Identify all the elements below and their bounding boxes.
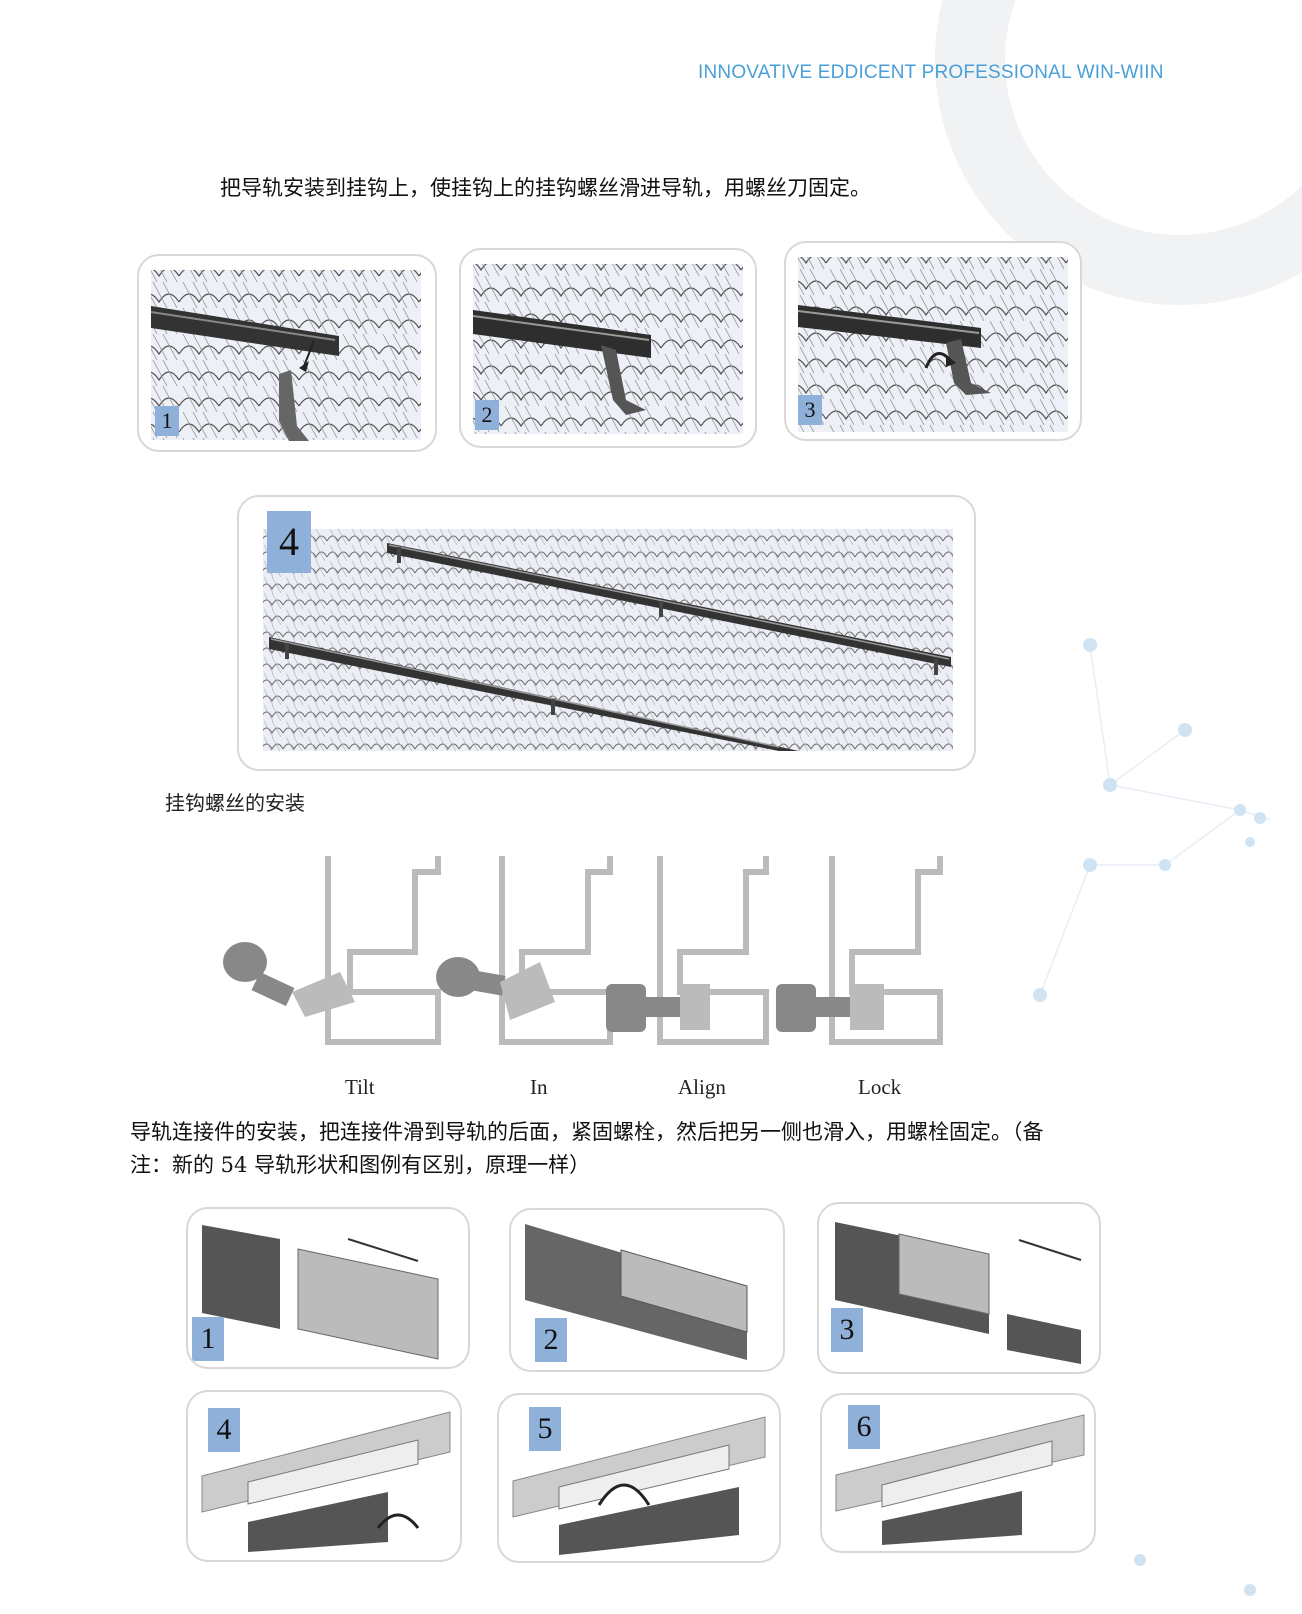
rail-connector-illustration: [525, 1224, 748, 1360]
screw-insertion-diagram: [223, 856, 943, 1045]
step-label-tilt: Tilt: [345, 1075, 375, 1099]
step-label-in: In: [530, 1075, 548, 1099]
step-badge: 4: [208, 1408, 240, 1452]
rail-connector-illustration: [835, 1222, 1082, 1364]
intro-text: 把导轨安装到挂钩上，使挂钩上的挂钩螺丝滑进导轨，用螺丝刀固定。: [220, 176, 871, 200]
step-label-lock: Lock: [858, 1075, 902, 1099]
step-badge: 5: [529, 1407, 561, 1451]
hook-screw-title: 挂钩螺丝的安装: [165, 791, 305, 815]
hook-step-panel-3: 3: [784, 241, 1082, 441]
rail-connector-illustration: [202, 1225, 439, 1360]
roof-rail-illustration: [150, 270, 421, 441]
connector-step-panel-2: 2: [509, 1208, 785, 1372]
step-badge: 3: [831, 1308, 863, 1352]
connector-step-panel-5: 5: [497, 1393, 781, 1563]
hook-step-panel-1: 1: [137, 254, 437, 452]
connector-step-panel-1: 1: [186, 1207, 470, 1369]
roof-rail-illustration: [797, 257, 1068, 432]
connector-text-line1: 导轨连接件的安装，把连接件滑到导轨的后面，紧固螺栓，然后把另一侧也滑入，用螺栓固…: [130, 1120, 1044, 1144]
rail-connector-illustration: [835, 1414, 1085, 1545]
step-badge: 3: [798, 395, 822, 425]
step-badge: 2: [475, 400, 499, 430]
connector-text-line2: 注：新的 54 导轨形状和图例有区别，原理一样）: [130, 1153, 591, 1177]
rail-connector-illustration: [512, 1416, 766, 1555]
step-badge: 2: [535, 1318, 567, 1362]
connector-step-panel-4: 4: [186, 1390, 462, 1562]
step-badge: 4: [267, 511, 311, 573]
connector-step-panel-6: 6: [820, 1393, 1096, 1553]
hook-step-panel-4: 4: [237, 495, 976, 771]
step-badge: 6: [848, 1405, 880, 1449]
roof-rail-illustration: [472, 264, 743, 434]
header-tagline: INNOVATIVE EDDICENT PROFESSIONAL WIN-WII…: [698, 62, 1164, 83]
step-badge: 1: [155, 406, 179, 436]
hook-step-panel-2: 2: [459, 248, 757, 448]
connector-step-panel-3: 3: [817, 1202, 1101, 1374]
roof-two-rails-illustration: [263, 529, 953, 751]
step-badge: 1: [192, 1317, 224, 1361]
rail-connector-illustration: [201, 1411, 451, 1552]
step-label-align: Align: [678, 1075, 726, 1099]
